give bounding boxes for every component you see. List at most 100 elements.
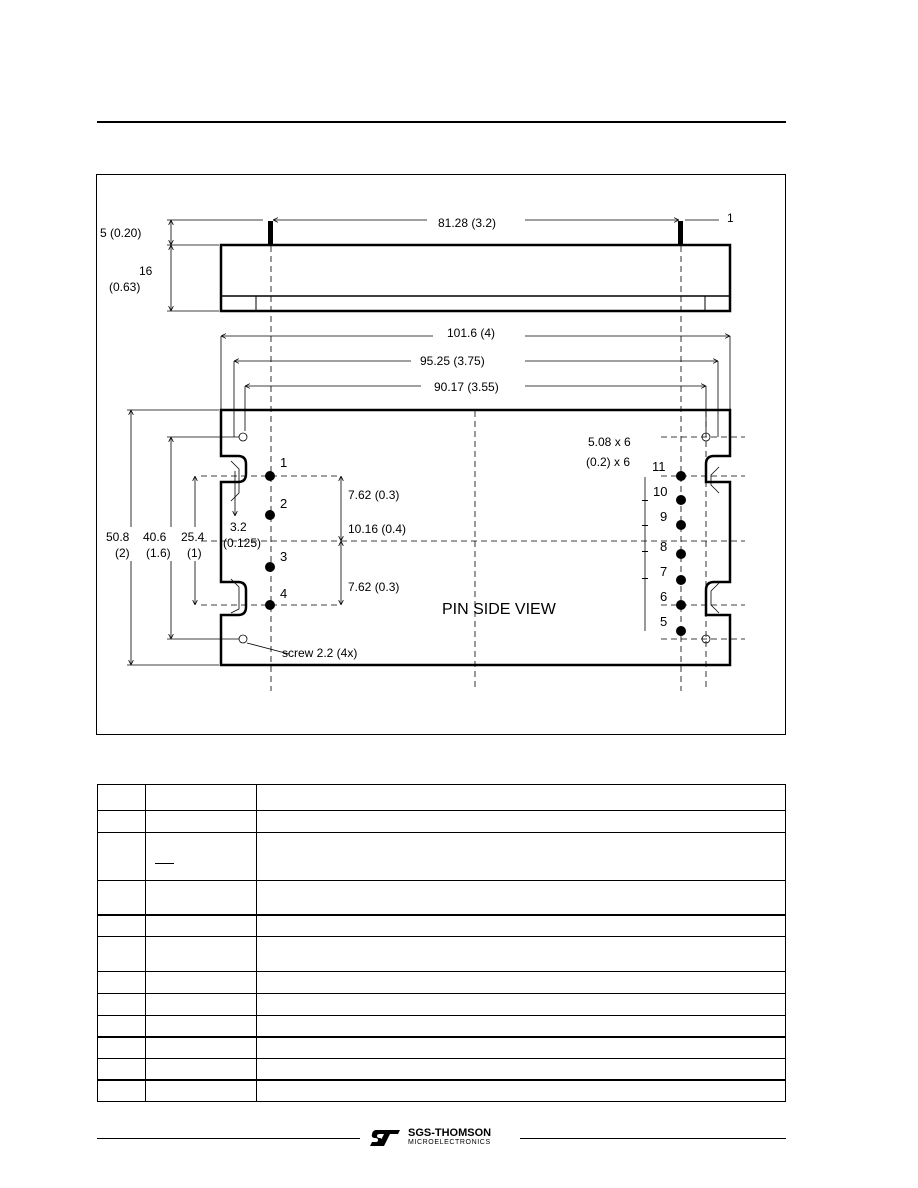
table-cell: [256, 1078, 786, 1102]
pin-side-view-title: PIN SIDE VIEW: [442, 601, 557, 618]
screw-hole-bottom-left: [238, 634, 248, 644]
label-right-pitch-in: (0.2) x 6: [586, 455, 630, 469]
brand-logo: SGS-THOMSON MICROELECTRONICS: [360, 1126, 520, 1152]
table-cell: [256, 993, 786, 1016]
table-row: [97, 1078, 786, 1102]
label-edge-offset: 3.2: [230, 520, 247, 534]
pin-dot: [676, 575, 686, 585]
table-cell: [256, 1035, 786, 1059]
label-pin-span-pin: 1: [727, 211, 734, 225]
table-row: [97, 832, 786, 881]
mechanical-drawing-frame: 5 (0.20) 1 6 (0.63) 81.28 (3.2) 1 101.6 (…: [96, 174, 786, 735]
table-cell: [145, 1058, 257, 1080]
table-cell: [256, 913, 786, 937]
table-row: [97, 913, 786, 937]
table-cell: [97, 784, 146, 811]
table-row: [97, 936, 786, 972]
table-cell: [145, 1035, 257, 1059]
pin-label: 8: [660, 539, 667, 554]
table-cell: [256, 880, 786, 915]
table-cell: [145, 913, 257, 937]
pin-dot: [265, 510, 275, 520]
table-cell: [97, 936, 146, 972]
side-view: [167, 220, 732, 313]
header-rule: [97, 121, 786, 123]
overbar-mark: [155, 863, 174, 864]
label-height-outer: 50.8: [106, 530, 130, 544]
table-cell: [97, 913, 146, 937]
label-hole-span: 95.25 (3.75): [420, 354, 485, 368]
table-cell: [145, 880, 257, 915]
pin-dot: [676, 471, 686, 481]
table-cell: [97, 880, 146, 915]
pin-label: 6: [660, 589, 667, 604]
label-height-mid: 40.6: [143, 530, 167, 544]
table-row: [97, 1035, 786, 1059]
table-cell: [256, 810, 786, 833]
label-width: 101.6 (4): [447, 326, 495, 340]
pin-label: 1: [280, 455, 287, 470]
pin-label: 5: [660, 614, 667, 629]
pin-label: 11: [652, 459, 666, 474]
height-dimensions: [127, 409, 646, 666]
pin-label: 4: [280, 586, 287, 601]
table-cell: [145, 993, 257, 1016]
pin-dot: [676, 600, 686, 610]
mechanical-drawing: 5 (0.20) 1 6 (0.63) 81.28 (3.2) 1 101.6 (…: [100, 211, 745, 691]
table-cell: [256, 1015, 786, 1037]
table-header-row: [97, 784, 786, 811]
table-cell: [97, 1078, 146, 1102]
table-cell: [145, 784, 257, 811]
pin-dot: [676, 520, 686, 530]
side-pin-right: [678, 221, 683, 245]
table-cell: [256, 832, 786, 881]
table-cell: [145, 1015, 257, 1037]
table-row: [97, 1015, 786, 1037]
brand-name: SGS-THOMSON: [408, 1127, 492, 1139]
table-cell: [256, 936, 786, 972]
table-cell: [97, 1058, 146, 1080]
table-row: [97, 880, 786, 915]
table-cell: [256, 971, 786, 994]
label-pitch-center: 10.16 (0.4): [348, 522, 406, 536]
module-outline: [219, 408, 732, 667]
screw-hole-top-left: [238, 432, 248, 442]
table-cell: [97, 993, 146, 1016]
pin-function-table: [97, 784, 786, 1102]
table-row: [97, 1058, 786, 1080]
pin-dot: [676, 626, 686, 636]
side-pin-left: [268, 221, 273, 245]
brand-subtitle: MICROELECTRONICS: [408, 1139, 491, 1146]
label-edge-offset-in: (0.125): [223, 536, 261, 550]
pin-label: 3: [280, 549, 287, 564]
label-pin-span: 81.28 (3.2): [438, 216, 496, 230]
table-cell: [256, 1058, 786, 1080]
label-height-outer-in: (2): [115, 546, 130, 560]
side-view-body: [219, 243, 732, 313]
table-row: [97, 993, 786, 1016]
label-screw: screw 2.2 (4x): [282, 646, 357, 660]
label-inner-span: 90.17 (3.55): [434, 380, 499, 394]
label-right-pitch: 5.08 x 6: [588, 435, 631, 449]
label-pin-height: 5 (0.20): [100, 226, 141, 240]
table-cell-overbar: [145, 832, 257, 881]
table-cell: [145, 810, 257, 833]
pin-dot: [676, 495, 686, 505]
pin-side-view: [219, 408, 732, 667]
label-height-inner-in: (1): [187, 546, 202, 560]
pin-label: 2: [280, 496, 287, 511]
label-height-inner: 25.4: [181, 530, 205, 544]
right-pins: 11 10 9 8 7 6 5: [652, 459, 686, 636]
table-cell: [97, 832, 146, 881]
table-row: [97, 971, 786, 994]
pin-dot: [265, 471, 275, 481]
table-cell: [97, 810, 146, 833]
left-pins: 1 2 3 4: [265, 455, 287, 610]
table-row: [97, 810, 786, 833]
pin-label: 10: [653, 484, 667, 499]
pin-label: 7: [660, 564, 667, 579]
pin-dot: [265, 600, 275, 610]
label-height-in: (0.63): [109, 280, 140, 294]
table-cell: [256, 784, 786, 811]
right-pitch-ticks: [642, 500, 648, 579]
